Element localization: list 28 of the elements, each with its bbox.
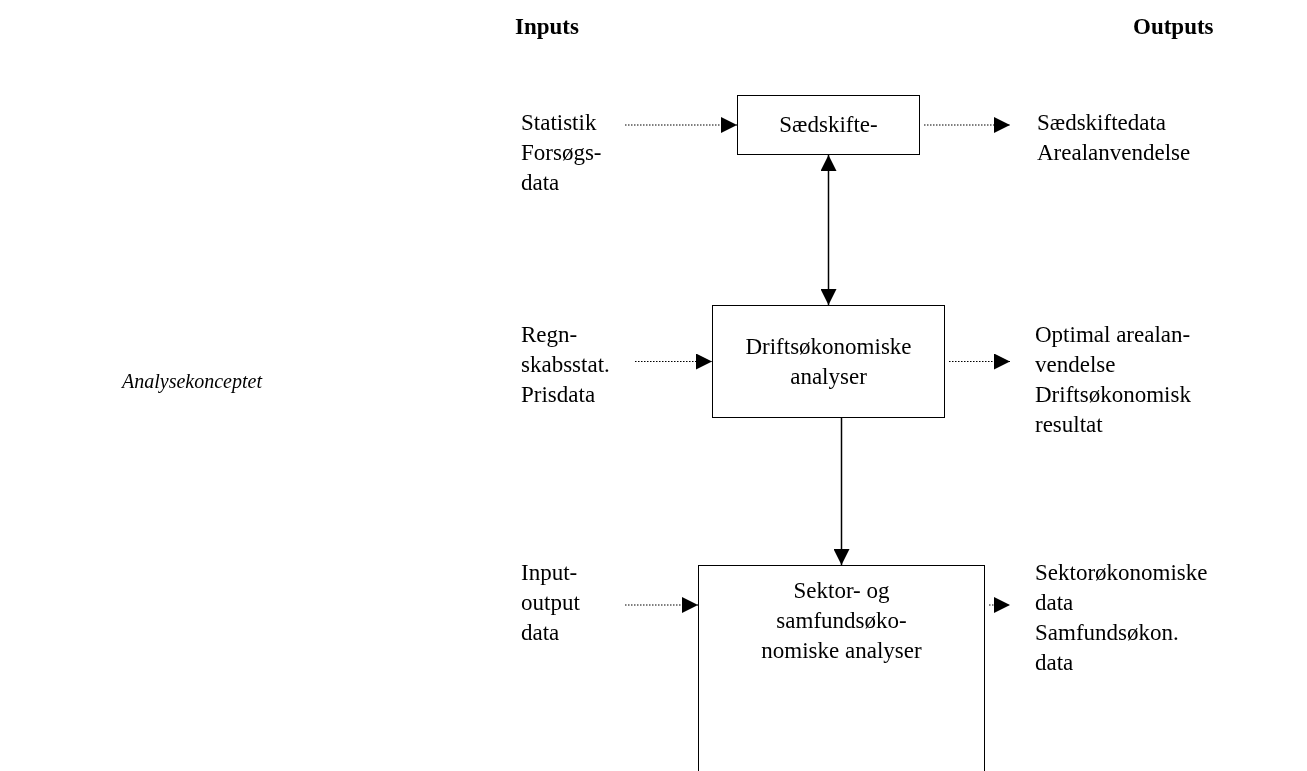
arrow bbox=[833, 417, 850, 566]
process-box bbox=[712, 305, 945, 418]
diagram-caption: Analysekonceptet bbox=[122, 370, 262, 393]
arrow bbox=[634, 353, 713, 370]
arrow bbox=[923, 117, 1011, 133]
arrow bbox=[624, 117, 738, 133]
data-text: Regn- skabsstat. bbox=[521, 321, 611, 379]
process-box bbox=[698, 565, 985, 771]
box-label: Sektor- og samfundsøko- nomiske analyser bbox=[760, 577, 923, 665]
arrow bbox=[948, 353, 1011, 370]
data-text: Arealanvendelse bbox=[1037, 139, 1192, 167]
data-text: Driftsøkonomisk resultat bbox=[1035, 381, 1192, 439]
data-text: Statistik bbox=[521, 109, 598, 137]
process-box bbox=[737, 95, 920, 155]
data-text: Forsøgs- data bbox=[521, 139, 603, 197]
arrow bbox=[820, 154, 837, 306]
data-text: Samfundsøkon. data bbox=[1035, 619, 1180, 677]
data-text: Sædskiftedata bbox=[1037, 109, 1168, 137]
column-heading: Inputs bbox=[515, 14, 579, 40]
arrow bbox=[988, 597, 1011, 613]
data-text: Sektorøkonomiske data bbox=[1035, 559, 1209, 617]
data-text: Input- output data bbox=[521, 559, 581, 647]
data-text: Optimal arealan- vendelse bbox=[1035, 321, 1192, 379]
arrow bbox=[624, 597, 699, 613]
column-heading: Outputs bbox=[1133, 14, 1214, 40]
data-text: Prisdata bbox=[521, 381, 597, 409]
box-label: Sædskifte- bbox=[778, 111, 879, 139]
box-label: Driftsøkonomiske analyser bbox=[744, 332, 913, 391]
